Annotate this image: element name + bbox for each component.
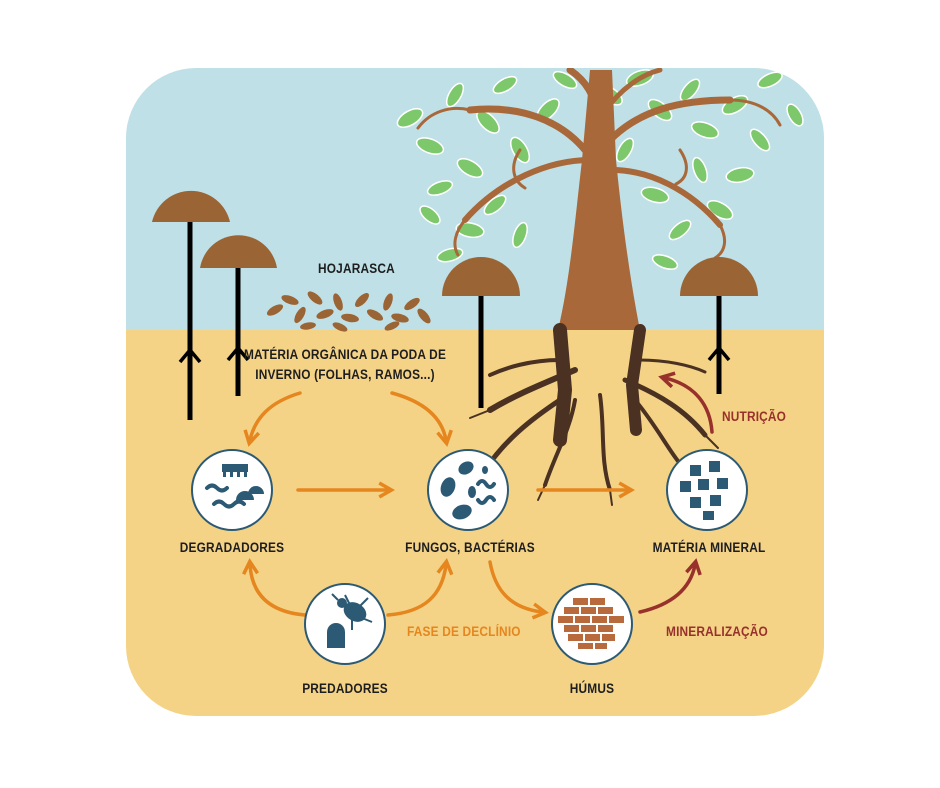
microbes-icon xyxy=(440,461,488,520)
label-fase-declinio: FASE DE DECLÍNIO xyxy=(407,624,521,639)
tree-roots xyxy=(469,323,719,506)
mushroom-2 xyxy=(200,235,277,396)
node-humus xyxy=(551,583,633,665)
arrow-organic-to-fungos xyxy=(390,391,453,447)
worms-icon xyxy=(205,483,246,509)
arrow-mineral-to-roots xyxy=(658,371,714,434)
mineral-squares-icon xyxy=(680,461,728,520)
arrow-predadores-to-degradadores xyxy=(242,557,307,617)
mushroom-3 xyxy=(442,257,520,408)
leaf-litter-icon xyxy=(266,291,431,332)
mushroom-1 xyxy=(152,190,230,420)
label-materia-organica-line2: INVERNO (FOLHAS, RAMOS...) xyxy=(255,367,435,382)
arrow-predadores-to-fungos xyxy=(386,558,454,617)
label-materia-organica: MATÉRIA ORGÂNICA DA PODA DE INVERNO (FOL… xyxy=(244,345,446,385)
label-fungos-bacterias: FUNGOS, BACTÉRIAS xyxy=(405,540,535,555)
label-materia-mineral: MATÉRIA MINERAL xyxy=(652,540,766,555)
arrow-organic-to-degradadores xyxy=(243,391,302,447)
label-degradadores: DEGRADADORES xyxy=(179,540,285,555)
label-humus: HÚMUS xyxy=(569,681,615,696)
label-mineralizacao: MINERALIZAÇÃO xyxy=(666,624,768,639)
tree-canopy xyxy=(396,68,804,330)
label-materia-organica-line1: MATÉRIA ORGÂNICA DA PODA DE xyxy=(243,347,447,362)
tree-trunk xyxy=(558,70,640,330)
label-hojarasca: HOJARASCA xyxy=(318,261,395,276)
node-fungos-bacterias xyxy=(427,449,509,531)
node-predadores xyxy=(304,583,386,665)
beetle-icon xyxy=(327,593,373,648)
bricks-icon xyxy=(558,598,624,649)
node-materia-mineral xyxy=(666,449,748,531)
arrow-fungos-to-humus xyxy=(488,560,549,620)
label-predadores: PREDADORES xyxy=(302,681,388,696)
node-degradadores xyxy=(191,449,273,531)
mushroom-4 xyxy=(680,257,758,394)
label-nutricao: NUTRIÇÃO xyxy=(722,409,787,424)
arrow-humus-to-mineral xyxy=(638,558,702,614)
